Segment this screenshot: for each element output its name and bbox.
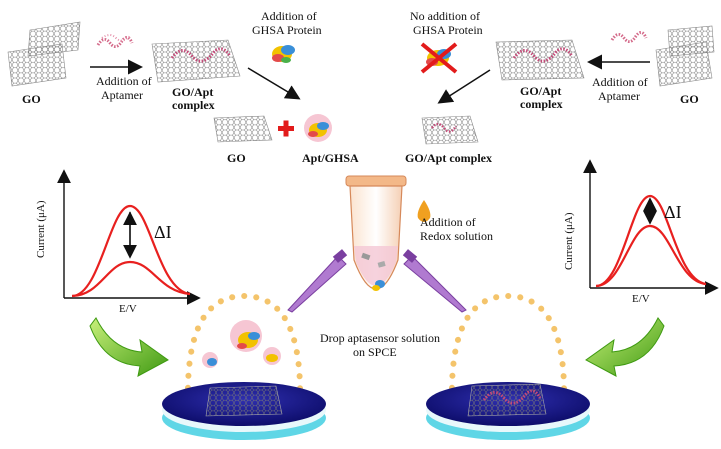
go-label-left: GO: [22, 92, 41, 106]
redox-line2: Redox solution: [420, 229, 493, 243]
go-apt-right-line2: complex: [520, 97, 563, 111]
aptamer-icon: [170, 47, 232, 63]
dotted-dome: [448, 292, 568, 403]
drop-line1: Drop aptasensor solution: [320, 331, 440, 345]
tube-icon: [345, 175, 407, 291]
curved-arrow-icon: [89, 317, 169, 377]
delta-label-right: ΔI: [664, 202, 682, 222]
aptamer-icon: [482, 389, 542, 405]
drop-icon: [417, 200, 431, 222]
aptamer-icon: [431, 122, 458, 133]
electrode-right: [426, 292, 590, 440]
go-apt-complex-right: [495, 39, 585, 81]
electrode-left: [162, 292, 326, 440]
arrow-no-ghsa: [437, 69, 491, 104]
addition-aptamer-right-line2: Aptamer: [598, 89, 640, 103]
protein-icon: [230, 320, 262, 352]
plot-left: ΔI Current (μA) E/V: [35, 169, 201, 315]
arrow-add-ghsa: [247, 67, 301, 100]
curve-low: [595, 224, 707, 288]
go-apt-left-line2: complex: [172, 98, 215, 112]
curved-arrow-icon: [585, 317, 665, 377]
redox-line1: Addition of: [420, 215, 476, 229]
go-apt-complex-left: [151, 39, 241, 83]
protein-icon: [304, 114, 332, 142]
cross-icon: [420, 42, 458, 74]
addition-aptamer-right-line1: Addition of: [592, 75, 648, 89]
ghsa-add-line1: Addition of: [261, 9, 317, 23]
aptamer-icon: [512, 47, 574, 63]
plot-right: ΔI Current (μA) E/V: [563, 159, 719, 305]
xlabel-left: E/V: [119, 303, 137, 315]
pipette-icon: [402, 249, 467, 313]
plus-icon: [278, 120, 294, 137]
curve-low: [71, 260, 191, 298]
graphene-sheet-icon: [213, 115, 273, 143]
ghsa-add-line2: GHSA Protein: [252, 23, 322, 37]
ylabel-right: Current (μA): [563, 212, 575, 270]
delta-label-left: ΔI: [154, 222, 172, 242]
go-apt-complex-middle: [421, 115, 479, 145]
go-label-right: GO: [680, 92, 699, 106]
apt-ghsa-label: Apt/GHSA: [302, 151, 359, 165]
graphene-sheet-icon: [7, 43, 67, 87]
pipette-icon: [287, 249, 348, 313]
aptamer-icon: [96, 34, 134, 48]
top-left-go-sheets: [7, 21, 81, 87]
aptamer-icon: [610, 31, 648, 43]
curve-high: [595, 194, 707, 288]
no-ghsa-line1: No addition of: [410, 9, 480, 23]
go-apt-complex-middle-label: GO/Apt complex: [405, 151, 492, 165]
ylabel-left: Current (μA): [35, 200, 47, 258]
addition-aptamer-left-line1: Addition of: [96, 74, 152, 88]
go-apt-left-line1: GO/Apt: [172, 85, 213, 99]
protein-icon: [272, 45, 295, 63]
protein-icon: [263, 347, 281, 365]
graphene-sheet-icon: [421, 115, 479, 145]
go-apt-right-line1: GO/Apt: [520, 84, 561, 98]
xlabel-right: E/V: [632, 293, 650, 305]
curve-high: [71, 204, 191, 298]
protein-icon: [202, 352, 218, 368]
drop-line2: on SPCE: [353, 345, 397, 359]
dotted-dome: [184, 292, 304, 403]
no-ghsa-line2: GHSA Protein: [413, 23, 483, 37]
top-right-go-sheets: [655, 25, 715, 87]
go-label-middle: GO: [227, 151, 246, 165]
graphene-sheet-icon: [495, 39, 585, 81]
addition-aptamer-left-line2: Aptamer: [101, 88, 143, 102]
graphene-sheet-icon: [655, 41, 713, 87]
graphene-sheet-icon: [205, 385, 283, 417]
